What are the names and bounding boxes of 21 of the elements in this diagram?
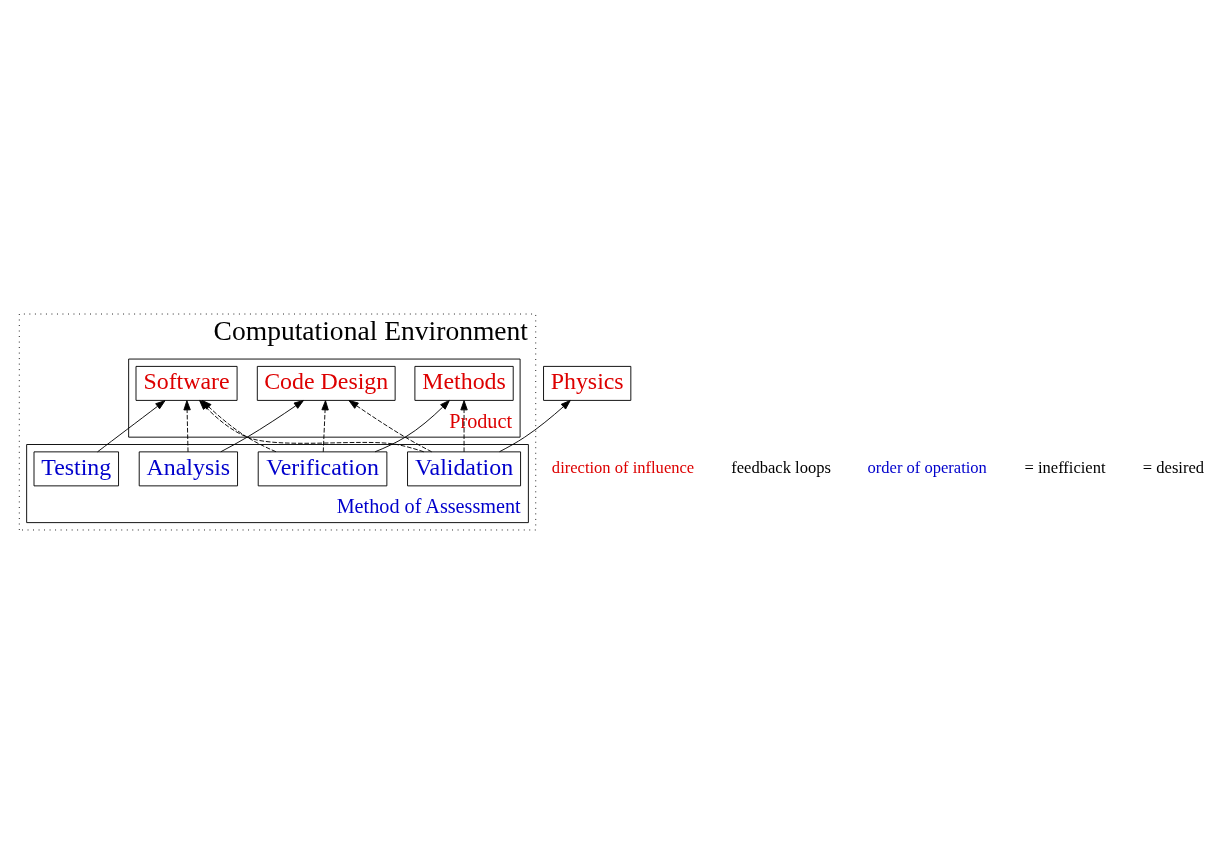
arrow (348, 400, 433, 453)
node-box: Code Design (256, 365, 396, 401)
arrow (499, 400, 571, 453)
arrow (220, 400, 304, 453)
label: direction of influence (551, 457, 695, 477)
legend-label: = desired (1142, 457, 1205, 477)
label: order of operation (867, 457, 987, 477)
legend-label: = inefficient (1024, 457, 1106, 477)
node-box: Verification (257, 451, 388, 487)
node-box: Software (135, 365, 238, 401)
node-box: Testing (33, 451, 119, 487)
node-box: Analysis (138, 451, 238, 487)
arrow (183, 400, 191, 453)
node-box: Methods (414, 365, 514, 401)
arrow (460, 400, 468, 453)
arrow (97, 400, 166, 453)
node-box: Validation (407, 451, 522, 487)
label: feedback loops (731, 457, 831, 477)
arrow (321, 400, 329, 453)
arrow (374, 399, 450, 453)
node-box: Physics (543, 365, 632, 401)
